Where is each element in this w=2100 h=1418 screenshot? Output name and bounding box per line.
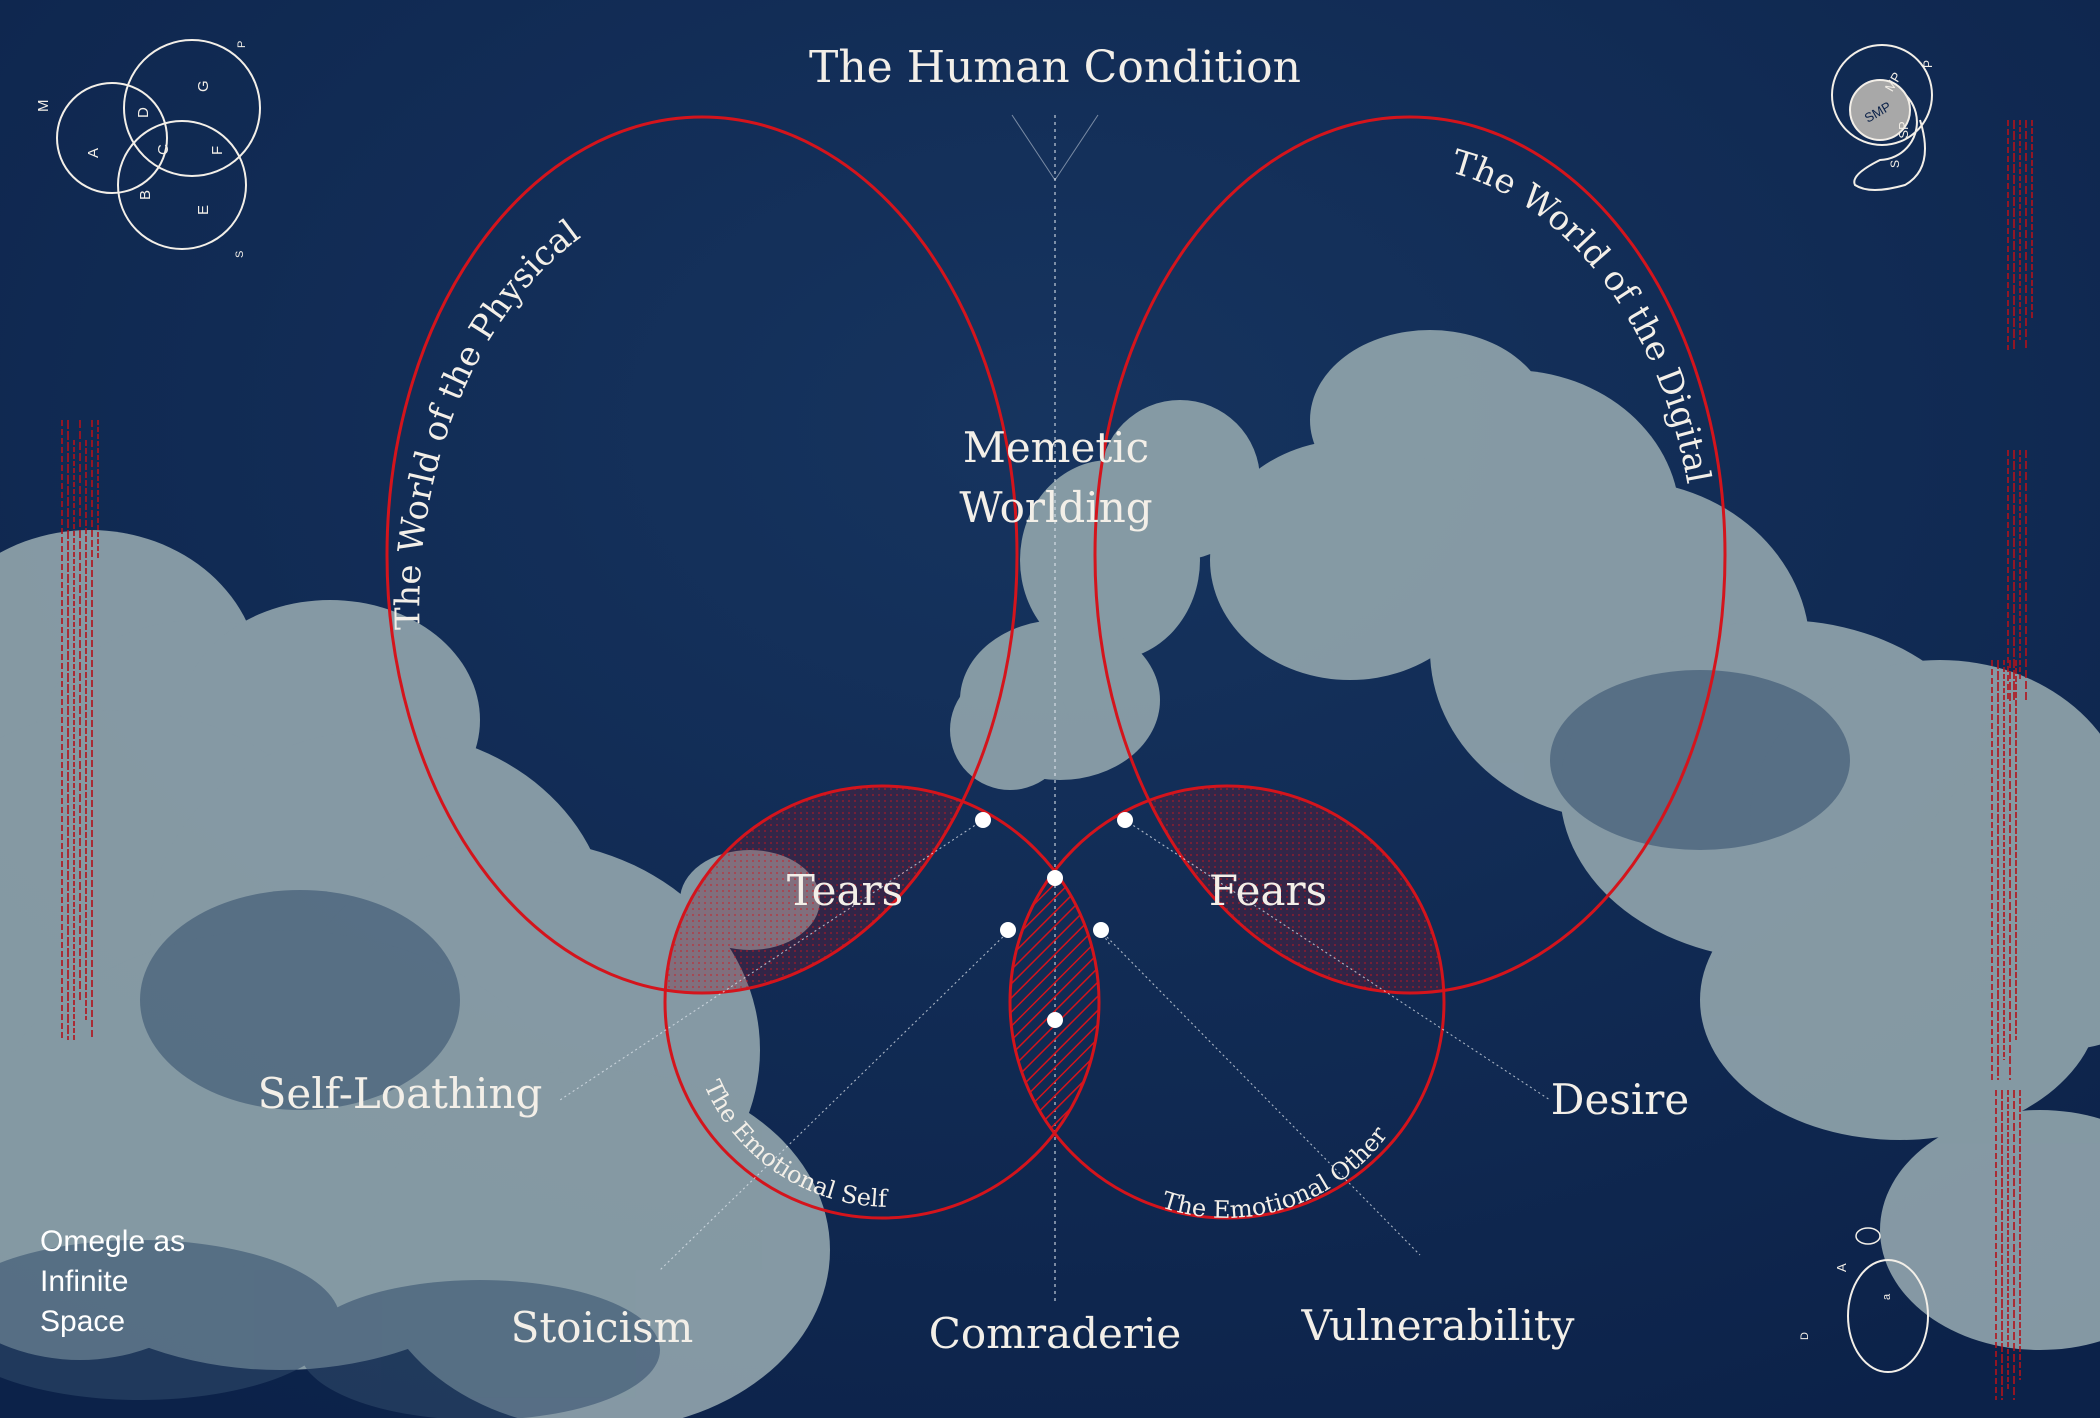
mini-venn-top-left bbox=[56, 39, 261, 250]
memetic-label-line2: Worlding bbox=[959, 483, 1152, 532]
svg-text:C: C bbox=[155, 144, 172, 155]
right-red-text-texture bbox=[1991, 120, 2033, 1400]
comraderie-label: Comraderie bbox=[929, 1309, 1181, 1358]
svg-text:D: D bbox=[135, 107, 152, 118]
vulnerability-label: Vulnerability bbox=[1301, 1301, 1575, 1350]
desire-label: Desire bbox=[1551, 1075, 1689, 1124]
emotional-self-circle bbox=[663, 784, 1101, 1220]
mini-venn-sp: SP bbox=[1896, 121, 1911, 138]
stoicism-label: Stoicism bbox=[511, 1303, 694, 1352]
leader-lines bbox=[559, 819, 1551, 1271]
fears-label: Fears bbox=[1209, 866, 1327, 915]
tears-label: Tears bbox=[787, 866, 903, 915]
axis-tick-left bbox=[1011, 114, 1056, 181]
poster-title: Omegle as Infinite Space bbox=[40, 1225, 186, 1338]
mini-diagram-a-small: a bbox=[1881, 1293, 1893, 1300]
svg-text:E: E bbox=[195, 205, 212, 215]
mini-venn-letters: M A D G B C F E S P bbox=[35, 41, 248, 258]
dot-other-lower bbox=[1093, 922, 1109, 938]
svg-text:G: G bbox=[195, 80, 212, 92]
dot-physical-self bbox=[975, 812, 991, 828]
dot-digital-other bbox=[1117, 812, 1133, 828]
physical-world-circle bbox=[385, 115, 1019, 995]
axis-tick-right bbox=[1054, 114, 1099, 181]
mini-venn-s: S bbox=[1888, 160, 1902, 168]
svg-text:P: P bbox=[236, 41, 248, 48]
mini-diagram-a: A bbox=[1834, 1263, 1849, 1272]
emotional-other-circle bbox=[1008, 784, 1446, 1220]
dot-self-lower bbox=[1000, 922, 1016, 938]
intersection-dots bbox=[975, 812, 1133, 1028]
dot-center bbox=[1047, 870, 1063, 886]
dot-self-other bbox=[1047, 1012, 1063, 1028]
mini-venn-p: P bbox=[1921, 60, 1935, 68]
mini-diagram-bottom-right: A a D bbox=[1799, 1227, 1929, 1373]
mini-diagram-d: D bbox=[1799, 1332, 1811, 1340]
mini-venn-top-right: SMP MP SP S P bbox=[1831, 44, 1935, 191]
self-loathing-label: Self-Loathing bbox=[258, 1069, 543, 1118]
svg-text:M: M bbox=[35, 100, 52, 113]
svg-text:B: B bbox=[137, 190, 154, 200]
left-red-text-texture bbox=[61, 420, 99, 1040]
svg-text:S: S bbox=[234, 251, 246, 258]
memetic-label-line1: Memetic bbox=[963, 423, 1149, 472]
top-title: The Human Condition bbox=[809, 42, 1301, 93]
cloud-shadow-layer bbox=[0, 670, 1850, 1418]
svg-text:A: A bbox=[85, 148, 102, 158]
digital-world-circle bbox=[1093, 115, 1727, 995]
svg-text:F: F bbox=[209, 146, 226, 155]
